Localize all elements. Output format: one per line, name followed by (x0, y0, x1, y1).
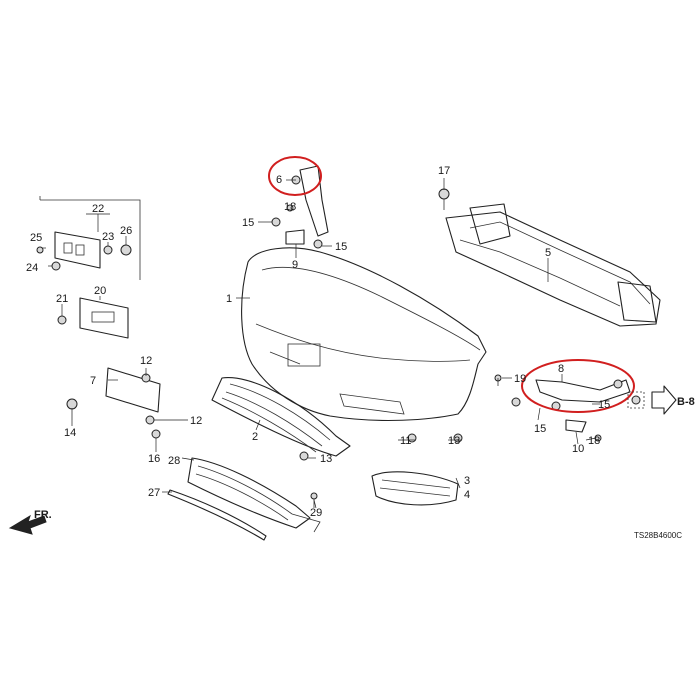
bumper-reinforcement (445, 203, 661, 327)
absorber-clip (438, 188, 450, 210)
callout-26: 26 (120, 225, 132, 237)
callout-25: 25 (30, 232, 42, 244)
grille-insert (187, 457, 311, 529)
side-bracket-left (66, 367, 161, 439)
ref-arrow (627, 385, 677, 415)
callout-22: 22 (92, 203, 104, 215)
callout-1: 1 (226, 293, 232, 305)
callout-13-center: 13 (320, 453, 332, 465)
callout-15-right-upper: 15 (598, 399, 610, 411)
highlight-part-8 (521, 359, 635, 413)
callout-2: 2 (252, 431, 258, 443)
fog-light-cover (371, 471, 459, 506)
callout-21: 21 (56, 293, 68, 305)
leader-lines (42, 178, 600, 509)
callout-5: 5 (545, 247, 551, 259)
callout-20: 20 (94, 285, 106, 297)
callout-15-right-lower: 15 (534, 423, 546, 435)
diagram-code: TS28B4600C (634, 531, 682, 540)
callout-12-upper: 12 (140, 355, 152, 367)
front-bumper-face (241, 247, 487, 422)
callout-4: 4 (464, 489, 470, 501)
callout-18-right: 18 (588, 435, 600, 447)
callout-3: 3 (464, 475, 470, 487)
plate-group-frame (39, 196, 141, 280)
callout-19: 19 (514, 373, 526, 385)
callout-13-right: 13 (448, 435, 460, 447)
callout-18-upper: 18 (284, 201, 296, 213)
callout-23: 23 (102, 231, 114, 243)
callout-27: 27 (148, 487, 160, 499)
plate-bracket (57, 297, 129, 339)
callout-11: 11 (400, 435, 411, 447)
callout-10: 10 (572, 443, 584, 455)
ref-arrow-label: B-8 (677, 396, 695, 408)
highlight-part-6 (268, 156, 322, 196)
callout-12-lower: 12 (190, 415, 202, 427)
plate-bolt (36, 244, 132, 271)
callout-7: 7 (90, 375, 96, 387)
lower-molding (167, 489, 267, 541)
callout-14: 14 (64, 427, 76, 439)
callout-9: 9 (292, 259, 298, 271)
front-arrow (8, 514, 47, 535)
callout-8: 8 (558, 363, 564, 375)
side-bracket-right (511, 379, 631, 442)
callout-15-upper-left: 15 (242, 217, 254, 229)
callout-17: 17 (438, 165, 450, 177)
callout-16: 16 (148, 453, 160, 465)
callout-29: 29 (310, 507, 322, 519)
license-plate-base (54, 231, 101, 269)
front-arrow-label: FR. (34, 509, 52, 521)
bumper-screw (494, 374, 502, 386)
callout-6: 6 (276, 174, 282, 186)
callout-15-upper-right: 15 (335, 241, 347, 253)
callout-28: 28 (168, 455, 180, 467)
callout-24: 24 (26, 262, 38, 274)
